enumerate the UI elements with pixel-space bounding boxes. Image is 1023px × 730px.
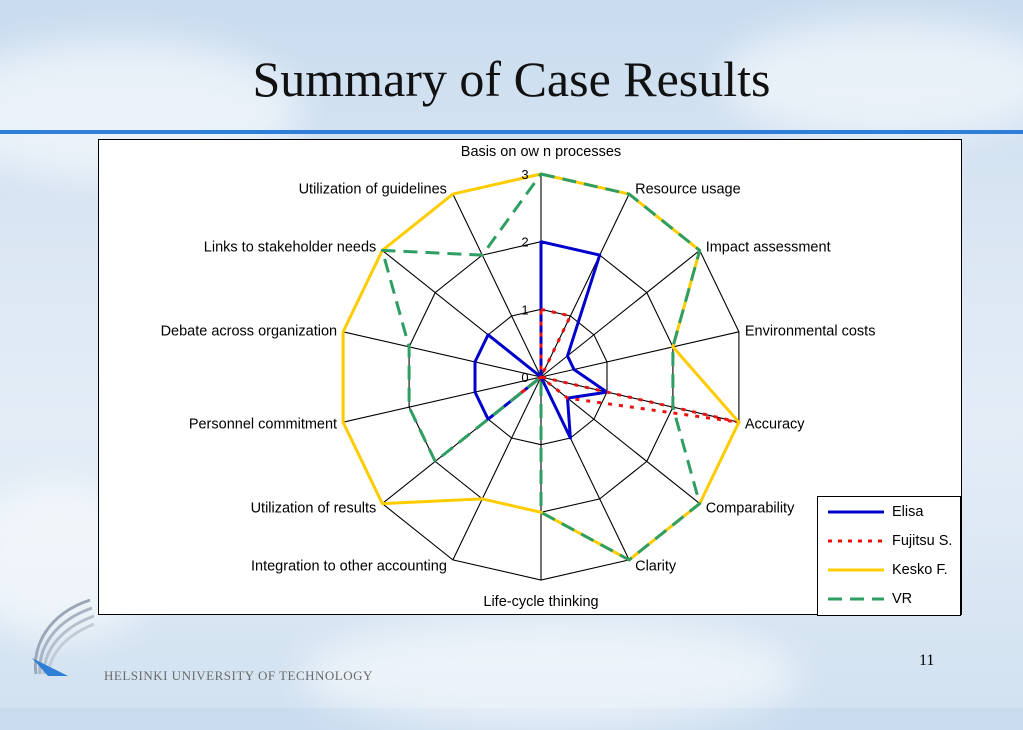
legend-item-kesko: Kesko F. — [826, 560, 960, 582]
legend-label: Fujitsu S. — [892, 533, 953, 549]
series-line-fujitsu-s — [513, 307, 741, 424]
axis-label: Links to stakeholder needs — [204, 240, 377, 256]
axis-spoke — [342, 376, 542, 423]
series-line-vr — [380, 172, 702, 562]
tick-label: 2 — [521, 235, 528, 250]
axis-label: Comparability — [706, 500, 795, 516]
series-line-elisa — [473, 240, 609, 440]
axis-spoke — [342, 331, 542, 378]
axis-spoke — [452, 376, 542, 561]
axis-label: Environmental costs — [745, 324, 876, 340]
axis-label: Accuracy — [745, 417, 805, 433]
legend-label: VR — [892, 591, 913, 607]
footer-university-name: HELSINKI UNIVERSITY OF TECHNOLOGY — [104, 668, 373, 683]
series-line-kesko-f — [341, 172, 741, 562]
axis-label: Clarity — [635, 558, 677, 574]
axis-spoke — [540, 331, 740, 378]
tick-label: 0 — [521, 370, 528, 385]
legend-swatch-vr — [828, 597, 884, 601]
tick-label: 3 — [521, 167, 528, 182]
legend-item-vr: VR — [826, 589, 960, 611]
slide-title: Summary of Case Results — [252, 51, 771, 107]
legend-swatch-elisa — [828, 510, 884, 514]
legend-label: Kesko F. — [892, 562, 948, 578]
axis-spoke — [452, 193, 542, 378]
legend-swatch-kesko — [828, 568, 884, 572]
tick-label: 1 — [521, 302, 528, 317]
axis-label: Integration to other accounting — [251, 558, 447, 574]
legend-item-elisa: Elisa — [826, 502, 960, 524]
axis-label: Personnel commitment — [189, 417, 337, 433]
axis-label: Resource usage — [635, 182, 741, 198]
legend-item-fujitsu: Fujitsu S. — [826, 531, 960, 553]
university-logo-icon — [32, 598, 95, 676]
axis-label: Impact assessment — [706, 240, 831, 256]
chart-legend: Elisa Fujitsu S. Kesko F. VR — [817, 496, 961, 616]
axis-spoke — [540, 193, 630, 378]
page-number: 11 — [919, 652, 935, 669]
axis-label: Life-cycle thinking — [483, 594, 598, 610]
legend-label: Elisa — [892, 504, 924, 520]
legend-swatch-fujitsu — [828, 539, 884, 543]
axis-label: Utilization of results — [251, 500, 377, 516]
axis-label: Debate across organization — [161, 324, 338, 340]
title-divider — [0, 130, 1023, 134]
axis-label: Basis on ow n processes — [461, 144, 621, 160]
axis-label: Utilization of guidelines — [299, 182, 447, 198]
